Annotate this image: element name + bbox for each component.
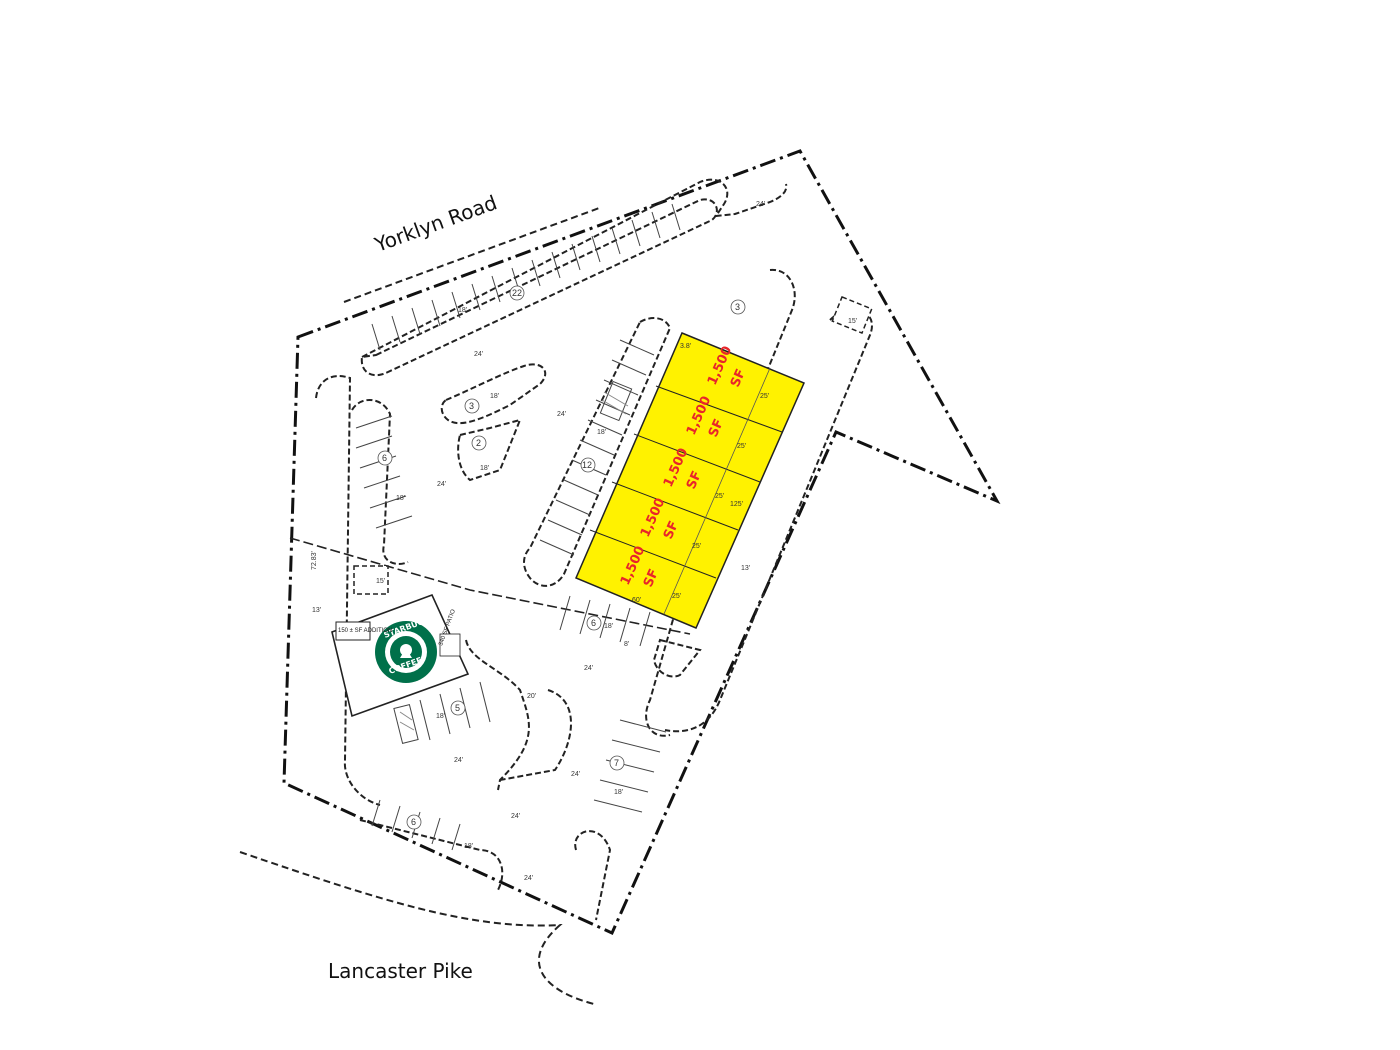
pad-east	[831, 295, 873, 335]
dim-aisle-west: 24'	[437, 481, 446, 488]
starbucks-drive	[465, 639, 530, 791]
pad-west	[353, 565, 389, 595]
dim-east: 13'	[741, 565, 750, 572]
dimension-labels: 24' 24' 18' 18' 24' 18' 18' 24' 18' 3.8'…	[311, 201, 857, 882]
unit-4-unit: SF	[661, 519, 682, 542]
count-building-south: 6	[591, 618, 596, 628]
dim-building-depth: 60'	[632, 597, 641, 604]
dim-stall-d: 18'	[480, 465, 489, 472]
north-island	[360, 198, 718, 377]
dim-sw-18: 18'	[464, 843, 473, 850]
dim-stall-a: 18'	[458, 307, 467, 314]
dim-drive-15: 15'	[848, 318, 857, 325]
count-east: 7	[614, 758, 619, 768]
parking-count-markers	[377, 285, 746, 830]
count-island-a: 3	[469, 401, 474, 411]
yorklyn-road-label: Yorklyn Road	[371, 190, 501, 257]
lancaster-pike-edge	[239, 851, 595, 1005]
se-island	[652, 638, 702, 678]
dim-setback: 3.8'	[680, 343, 691, 350]
west-drive-inner	[351, 399, 409, 565]
dim-lower-24: 24'	[571, 771, 580, 778]
property-boundary	[282, 149, 1001, 935]
dim-stall-b: 18'	[490, 393, 499, 400]
count-west: 6	[382, 453, 387, 463]
yorklyn-road-edge	[343, 206, 603, 303]
retail-building	[575, 332, 805, 629]
dim-unit-b: 25'	[737, 443, 746, 450]
dim-unit-e: 25'	[672, 593, 681, 600]
dim-stall-f: 18'	[604, 623, 613, 630]
dim-unit-d: 25'	[692, 543, 701, 550]
dim-sb-aisle: 24'	[584, 665, 593, 672]
count-central: 12	[582, 460, 592, 470]
dim-drive-top: 24'	[756, 201, 765, 208]
dim-stall-8: 8'	[624, 641, 629, 648]
drive-thru-lane	[499, 689, 572, 781]
stalls-east	[593, 719, 667, 813]
starbucks-addition: 150 ± SF ADDITION	[338, 628, 392, 634]
dim-aisle-north: 24'	[474, 351, 483, 358]
lot-line	[289, 537, 691, 635]
dim-entry: 24'	[524, 875, 533, 882]
dim-west-13: 13'	[312, 607, 321, 614]
stalls-central	[539, 339, 655, 556]
island-a	[440, 363, 547, 425]
west-drive-curb	[315, 375, 381, 806]
south-curb-a	[359, 819, 504, 891]
south-curb-b	[574, 830, 612, 921]
stalls-building-south	[559, 595, 651, 647]
unit-2-unit: SF	[706, 417, 727, 440]
count-north: 22	[512, 288, 522, 298]
parking-counts: 22 3 3 2 6 12 6 5 7 6	[382, 288, 740, 827]
dim-west: 72.83'	[311, 551, 318, 570]
dim-stall-e: 18'	[396, 495, 405, 502]
dim-unit-c: 25'	[715, 493, 724, 500]
unit-5-unit: SF	[641, 567, 662, 590]
dim-stall-c: 18'	[597, 429, 606, 436]
dim-sw-24: 24'	[511, 813, 520, 820]
dim-sb-24: 24'	[454, 757, 463, 764]
count-ne: 3	[735, 302, 740, 312]
dim-unit-a: 25'	[760, 393, 769, 400]
count-south: 6	[411, 817, 416, 827]
dim-building-len: 125'	[730, 501, 743, 508]
dim-sb-18: 18'	[436, 713, 445, 720]
stalls-west	[355, 415, 413, 529]
stalls-starbucks	[419, 681, 491, 741]
dim-sb-20: 20'	[527, 693, 536, 700]
count-island-b: 2	[476, 438, 481, 448]
accessible-stalls	[393, 380, 633, 745]
stalls-north	[371, 203, 681, 351]
dim-lower-18: 18'	[614, 789, 623, 796]
count-starbucks: 5	[455, 703, 460, 713]
unit-1-unit: SF	[728, 367, 749, 390]
lancaster-pike-label: Lancaster Pike	[328, 959, 473, 983]
dim-pad-15: 15'	[376, 578, 385, 585]
starbucks-building	[331, 593, 470, 718]
dim-aisle-mid: 24'	[557, 411, 566, 418]
unit-3-unit: SF	[684, 469, 705, 492]
island-c	[523, 317, 672, 587]
